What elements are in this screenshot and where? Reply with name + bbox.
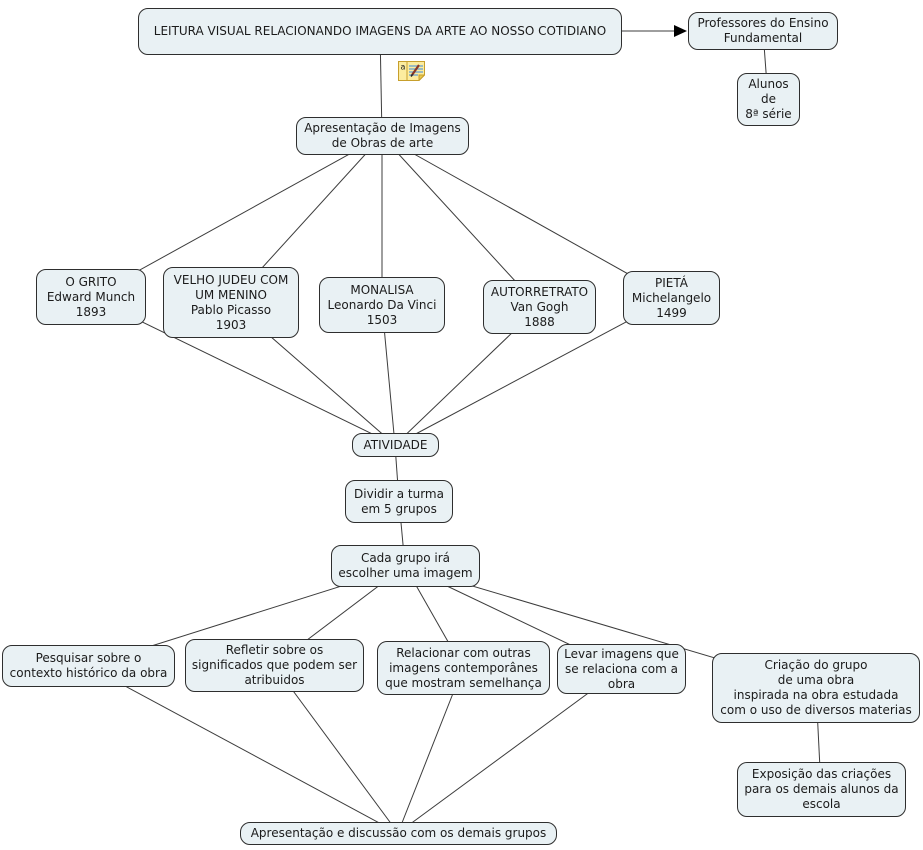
node-cada-grupo-escolhe-imagem[interactable]: Cada grupo irá escolher uma imagem: [331, 545, 480, 587]
node-pieta[interactable]: PIETÁ Michelangelo 1499: [623, 271, 720, 325]
arrowhead-icon: [674, 25, 687, 37]
node-title[interactable]: LEITURA VISUAL RELACIONANDO IMAGENS DA A…: [138, 8, 622, 55]
node-exposicao-das-criacoes[interactable]: Exposição das criações para os demais al…: [737, 762, 906, 817]
svg-text:a: a: [401, 63, 406, 72]
node-apresentacao-de-imagens[interactable]: Apresentação de Imagens de Obras de arte: [296, 117, 469, 155]
node-pesquisar-contexto-historico[interactable]: Pesquisar sobre o contexto histórico da …: [2, 645, 175, 687]
node-levar-imagens[interactable]: Levar imagens que se relaciona com a obr…: [557, 644, 686, 694]
note-pencil-icon[interactable]: a: [398, 61, 426, 82]
node-relacionar-imagens-contemporaneas[interactable]: Relacionar com outras imagens contemporâ…: [377, 641, 550, 695]
node-o-grito[interactable]: O GRITO Edward Munch 1893: [36, 269, 146, 325]
node-alunos-8a-serie[interactable]: Alunos de 8ª série: [737, 73, 800, 126]
node-apresentacao-e-discussao[interactable]: Apresentação e discussão com os demais g…: [240, 822, 557, 845]
node-autorretrato[interactable]: AUTORRETRATO Van Gogh 1888: [483, 280, 596, 334]
node-professores-ensino-fundamental[interactable]: Professores do Ensino Fundamental: [688, 12, 838, 50]
node-criacao-de-obra[interactable]: Criação do grupo de uma obra inspirada n…: [712, 653, 920, 723]
node-dividir-a-turma[interactable]: Dividir a turma em 5 grupos: [345, 480, 453, 523]
node-velho-judeu-com-um-menino[interactable]: VELHO JUDEU COM UM MENINO Pablo Picasso …: [163, 267, 299, 338]
node-monalisa[interactable]: MONALISA Leonardo Da Vinci 1503: [319, 277, 445, 333]
node-atividade[interactable]: ATIVIDADE: [352, 433, 439, 457]
node-refletir-significados[interactable]: Refletir sobre os significados que podem…: [185, 639, 364, 692]
